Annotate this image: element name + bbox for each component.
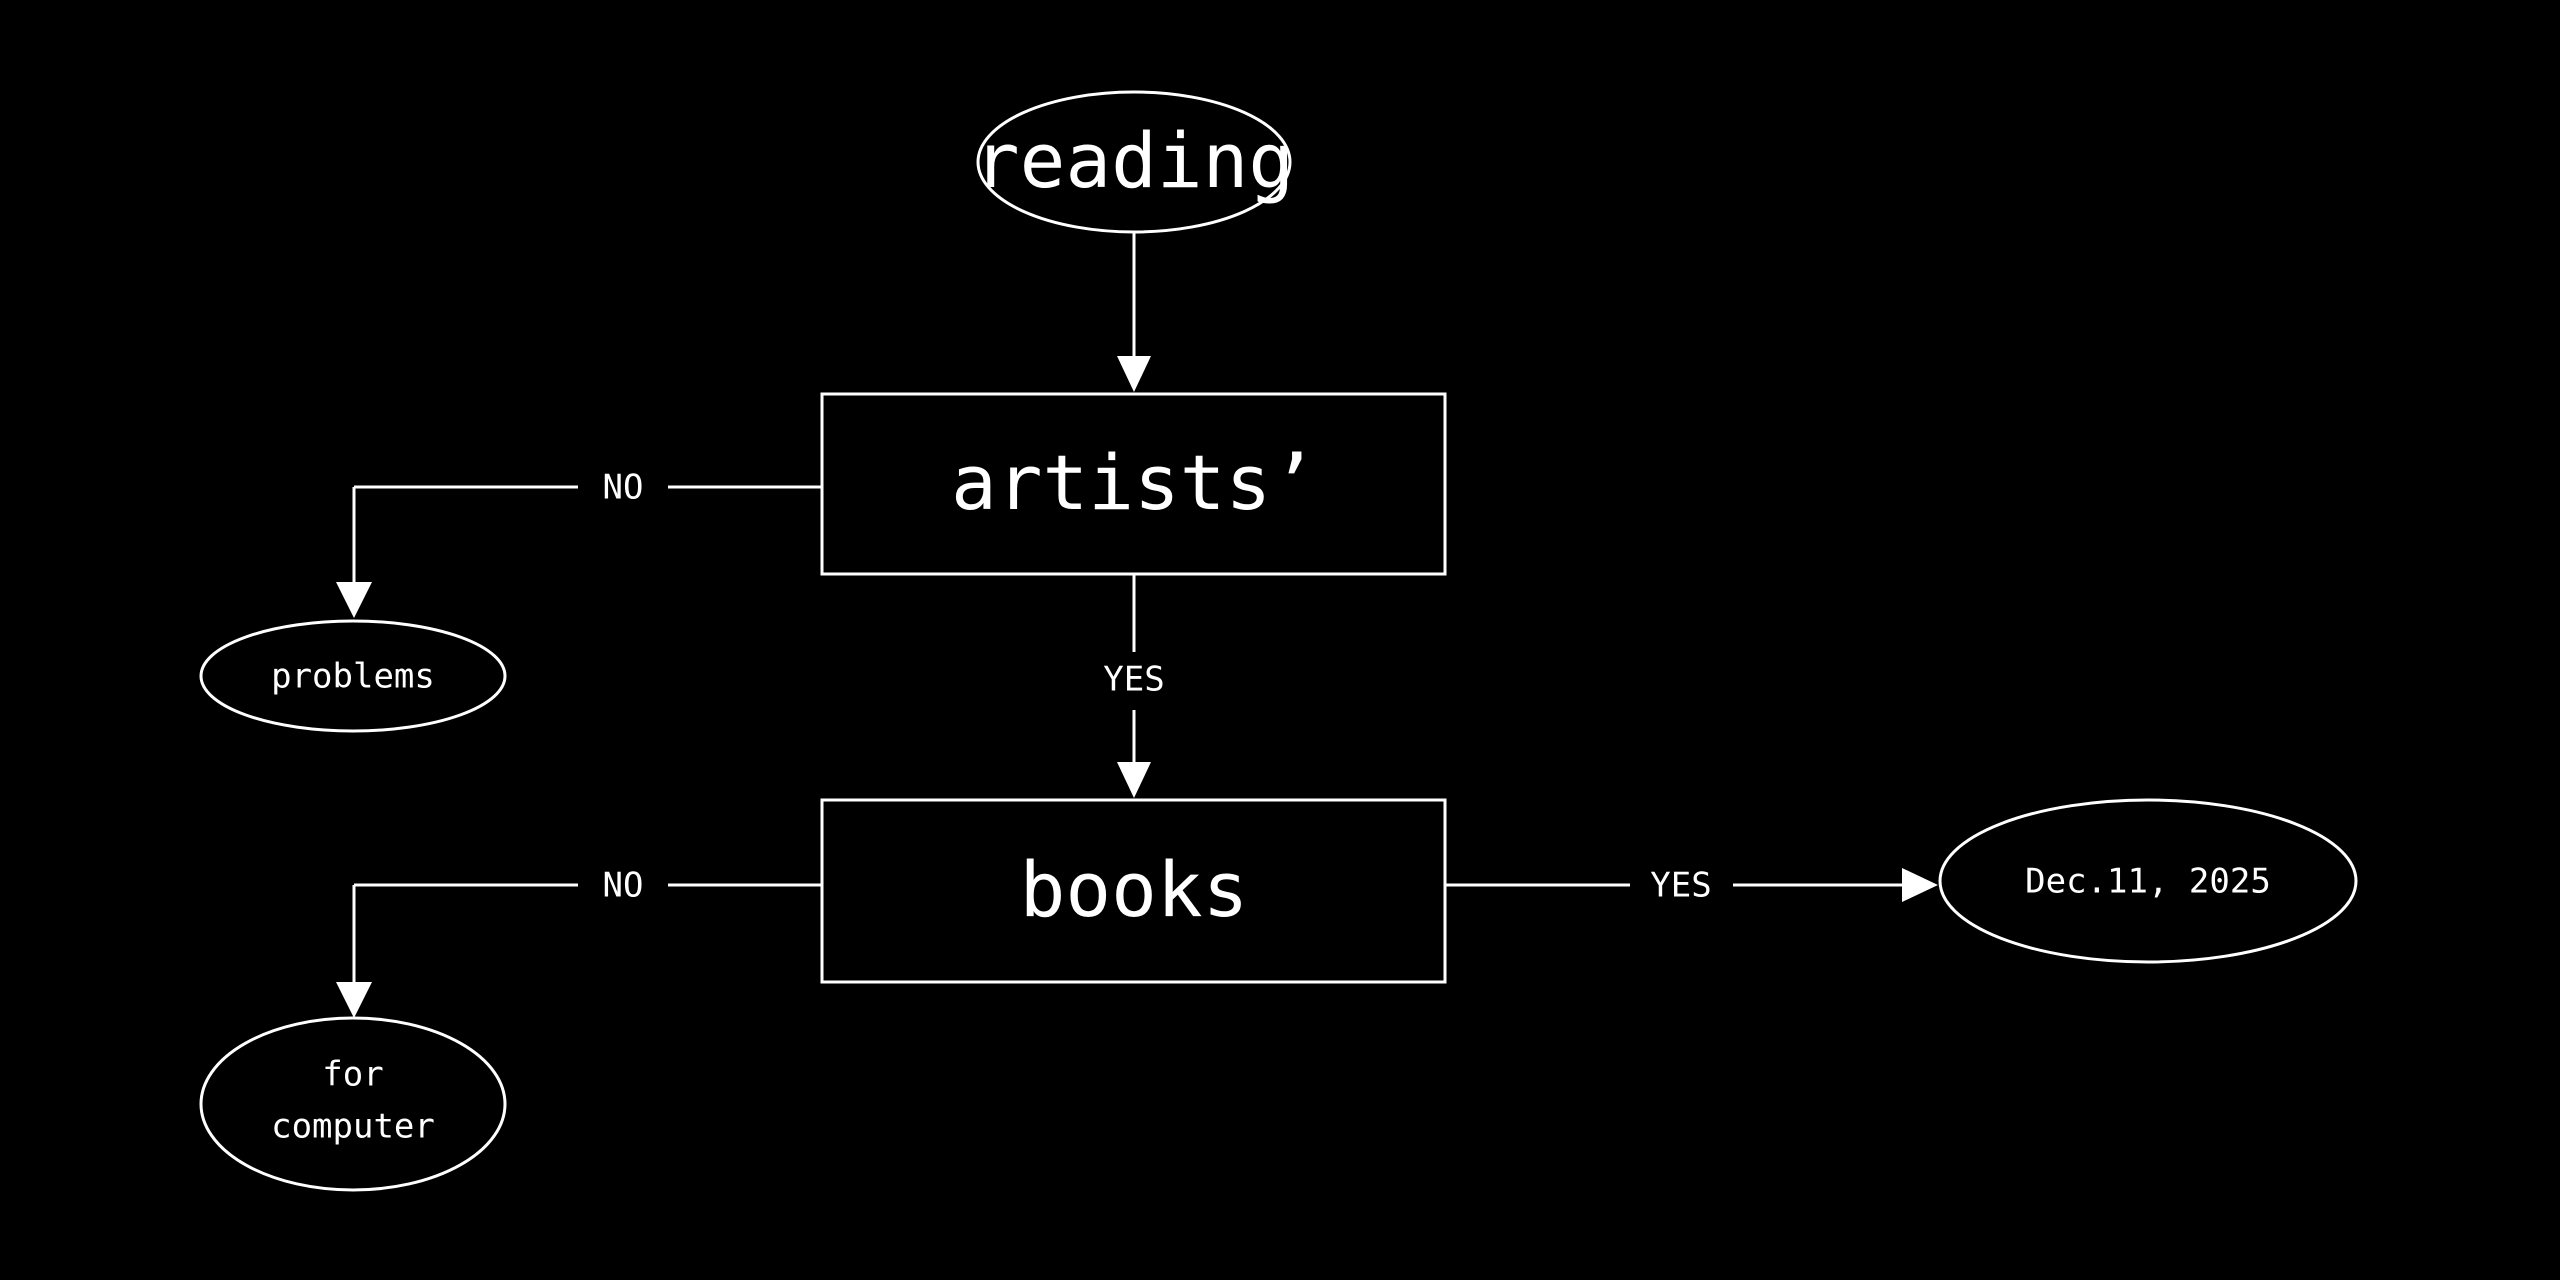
node-start-reading[interactable]: reading (974, 90, 1294, 234)
arrow-head-down-icon (1117, 356, 1151, 392)
node-decision-books[interactable]: books (820, 798, 1447, 984)
node-label-decision-books: books (1020, 845, 1249, 934)
edge-label-decision-2-yes: YES (1650, 866, 1711, 906)
node-shape-ellipse (976, 90, 1292, 234)
edge-label-decision-1-yes: YES (1103, 660, 1164, 700)
edge-decision-2-no: NO (336, 866, 822, 1018)
node-for-computer[interactable]: for computer (199, 1016, 507, 1192)
edge-decision-1-no: NO (336, 468, 822, 618)
edge-decision-2-yes: YES (1445, 866, 1938, 906)
node-problems[interactable]: problems (199, 619, 507, 733)
arrow-head-down-icon (336, 982, 372, 1018)
node-label-for-computer-line-1: for (322, 1055, 383, 1095)
node-shape-rectangle (820, 392, 1447, 576)
node-date-result[interactable]: Dec.11, 2025 (1938, 798, 2358, 964)
arrow-head-right-icon (1902, 868, 1938, 902)
edge-label-decision-2-no: NO (603, 866, 644, 906)
arrow-head-down-icon (336, 582, 372, 618)
edge-decision-1-yes: YES (1103, 574, 1165, 798)
node-shape-ellipse (199, 1016, 507, 1192)
node-shape-ellipse (1938, 798, 2358, 964)
node-label-problems: problems (271, 657, 435, 697)
node-label-start-reading: reading (974, 116, 1294, 205)
node-shape-rectangle (820, 798, 1447, 984)
node-label-decision-artists: artists’ (951, 438, 1317, 527)
edge-label-decision-1-no: NO (603, 468, 644, 508)
node-label-for-computer-line-2: computer (271, 1107, 435, 1147)
node-shape-ellipse (199, 619, 507, 733)
node-decision-artists[interactable]: artists’ (820, 392, 1447, 576)
arrow-head-down-icon (1117, 762, 1151, 798)
edge-start-to-decision-1 (1117, 232, 1151, 392)
node-label-date-result: Dec.11, 2025 (2025, 862, 2271, 902)
